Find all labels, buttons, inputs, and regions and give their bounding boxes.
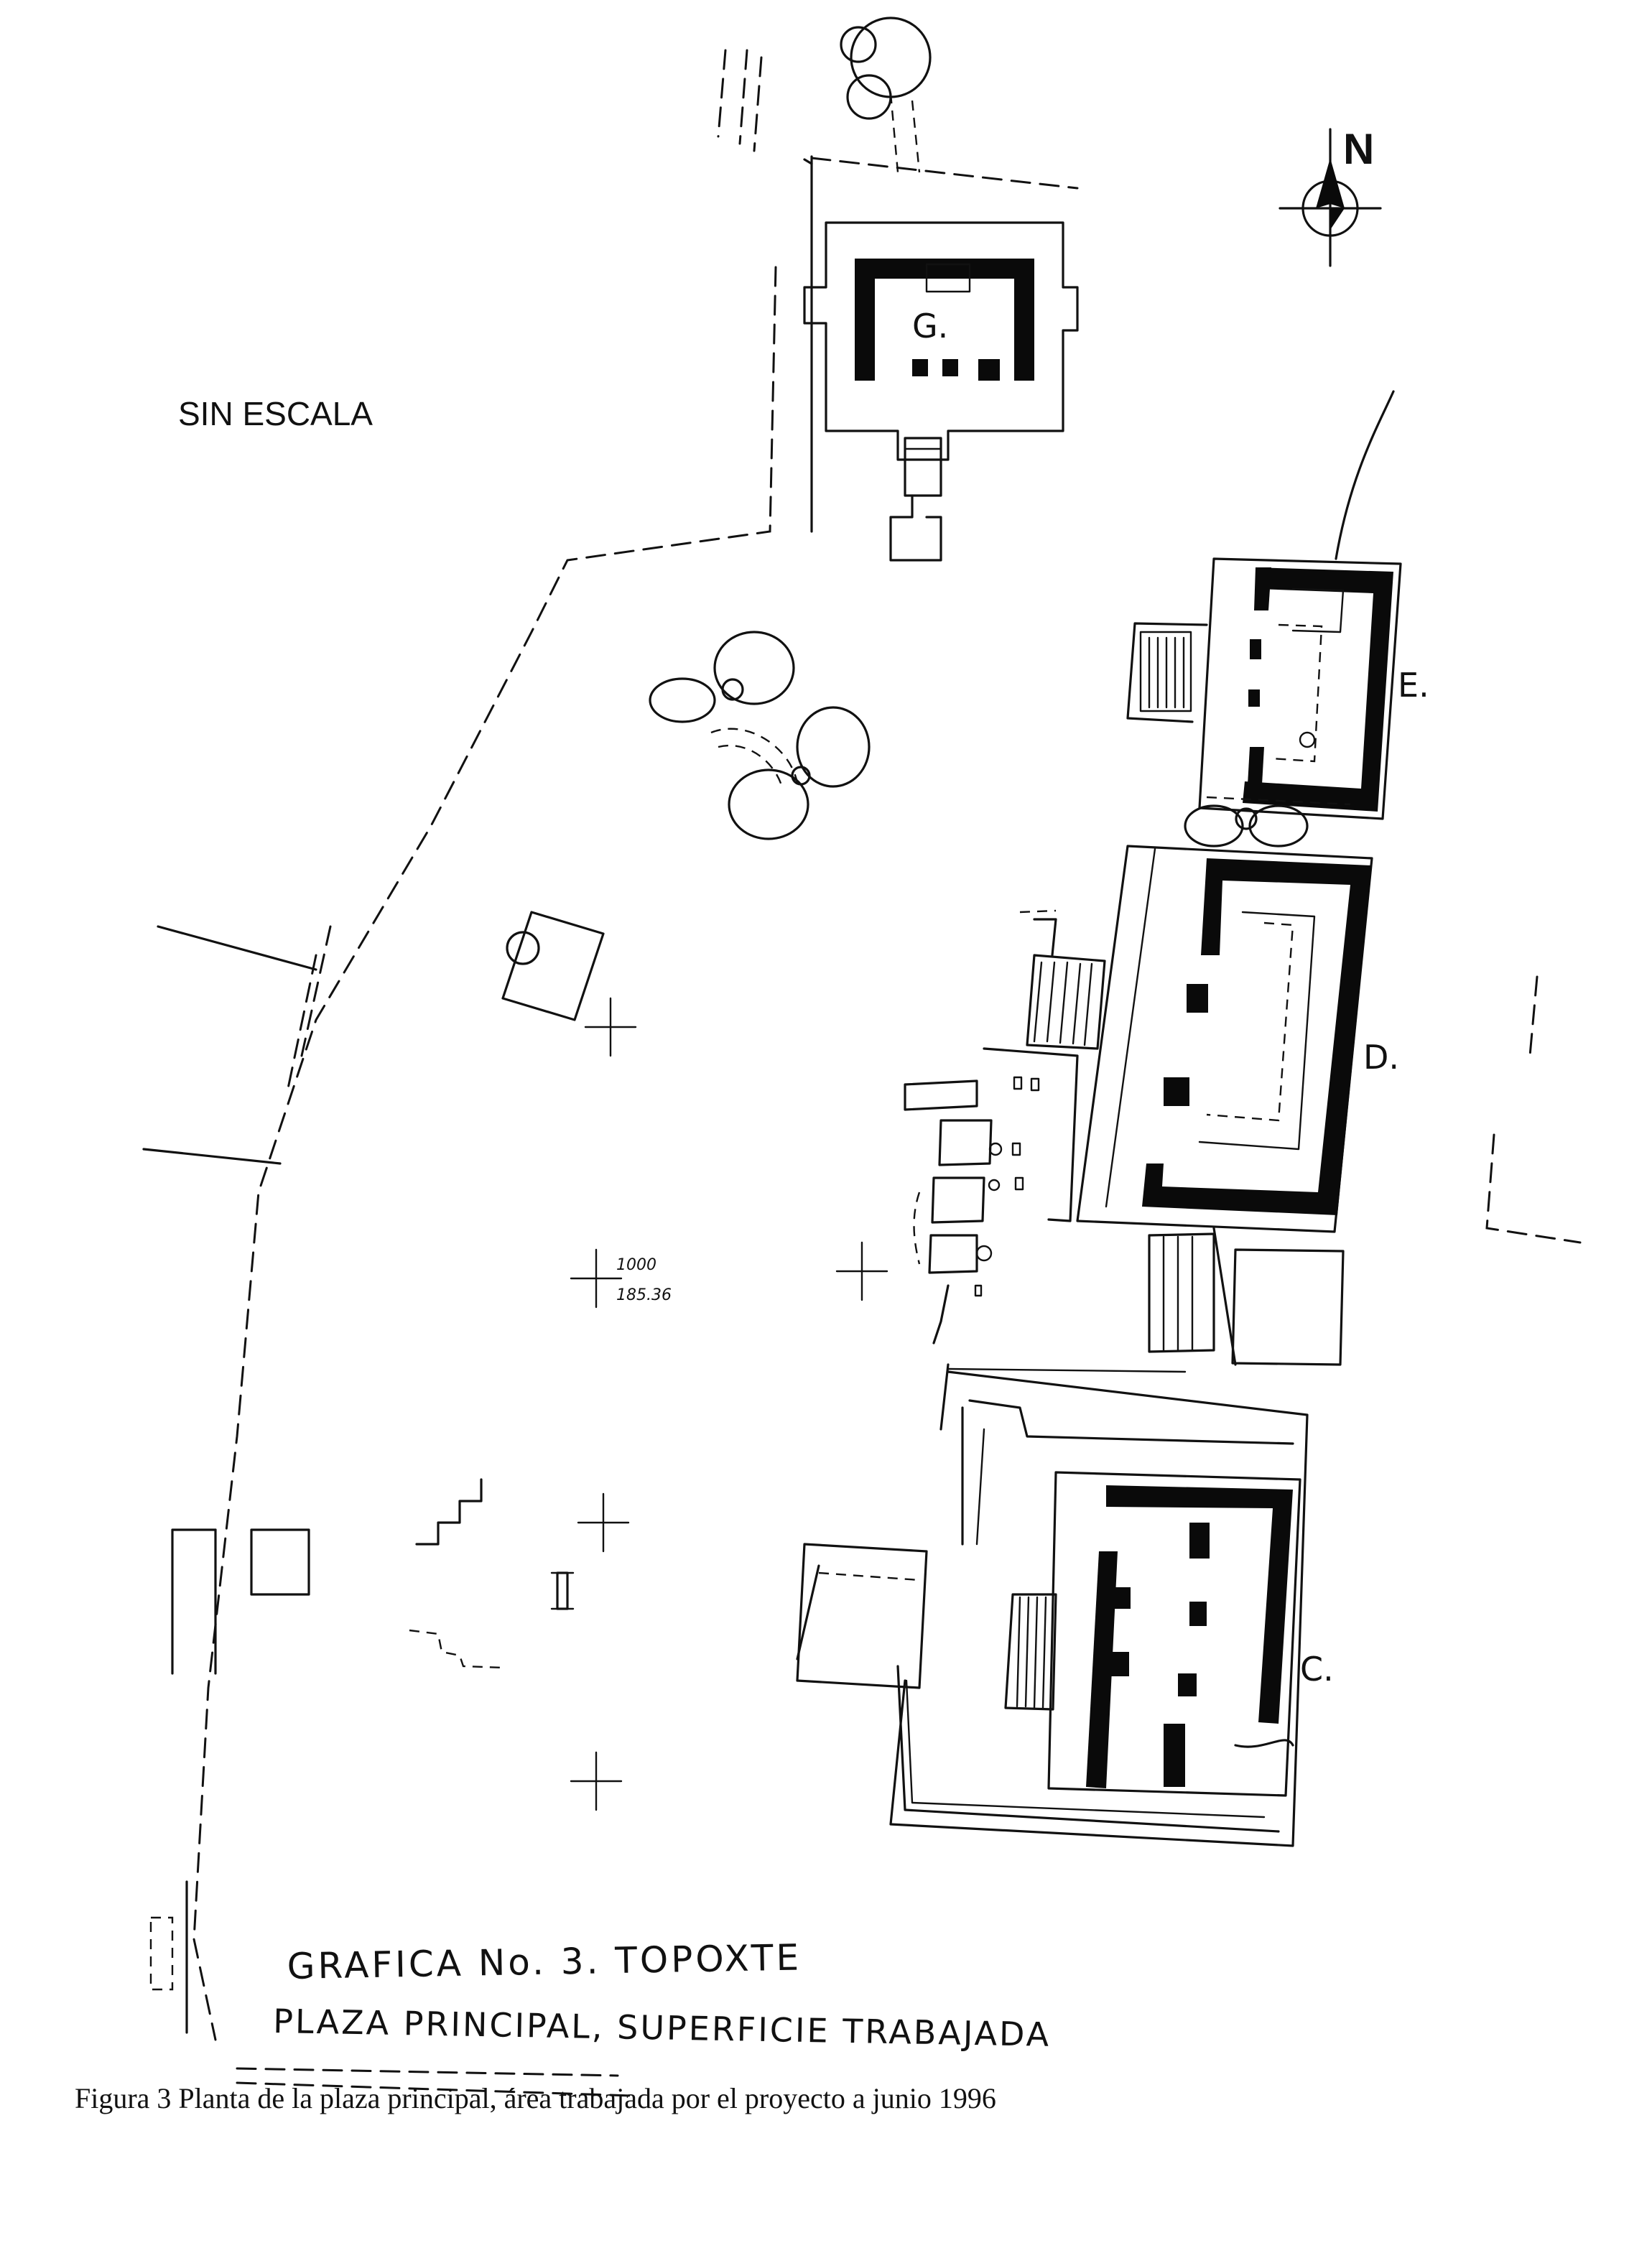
plaza-boundary <box>149 49 1079 2097</box>
structure-c-label: C. <box>1300 1650 1334 1689</box>
survey-cross-icon <box>835 1241 888 1301</box>
small-platform <box>501 911 605 1021</box>
west-plaza-features <box>250 1478 575 1669</box>
altar-between-e-d <box>1184 796 1351 847</box>
datum-label-bottom: 185.36 <box>616 1286 672 1304</box>
survey-cross-icon <box>570 1751 623 1811</box>
structure-c: C. <box>796 1370 1334 1847</box>
stela-group-north <box>840 17 932 173</box>
plan-title-line2: PLAZA PRINCIPAL, SUPERFICIE TRABAJADA <box>273 2002 1052 2054</box>
figure-caption: Figura 3 Planta de la plaza principal, á… <box>75 2082 996 2114</box>
structure-e: E. <box>1126 557 1429 820</box>
passage-d-c <box>939 1227 1345 1431</box>
north-arrow-icon: N <box>1279 125 1382 267</box>
plan-title: GRAFICA No. 3. TOPOXTE PLAZA PRINCIPAL, … <box>273 1937 1052 2054</box>
structure-g-label: G. <box>912 307 948 345</box>
structure-d-front <box>904 1047 1079 1344</box>
survey-cross-icon <box>584 997 637 1057</box>
west-wall-lines <box>142 925 317 1675</box>
datum-marker: 1000 185.36 <box>570 1248 672 1309</box>
structure-d: D. <box>1019 845 1399 1233</box>
datum-label-top: 1000 <box>616 1256 656 1274</box>
structure-e-label: E. <box>1398 666 1429 705</box>
structure-g: G. <box>803 155 1079 562</box>
structure-d-label: D. <box>1363 1038 1399 1077</box>
scale-note: SIN ESCALA <box>178 395 373 432</box>
altar-cluster <box>649 631 871 840</box>
survey-markers: 1000 185.36 <box>570 997 888 1811</box>
plan-title-line1: GRAFICA No. 3. TOPOXTE <box>287 1937 802 1987</box>
north-label: N <box>1343 125 1374 173</box>
east-boundary <box>1335 390 1582 1244</box>
survey-cross-icon <box>577 1492 630 1553</box>
